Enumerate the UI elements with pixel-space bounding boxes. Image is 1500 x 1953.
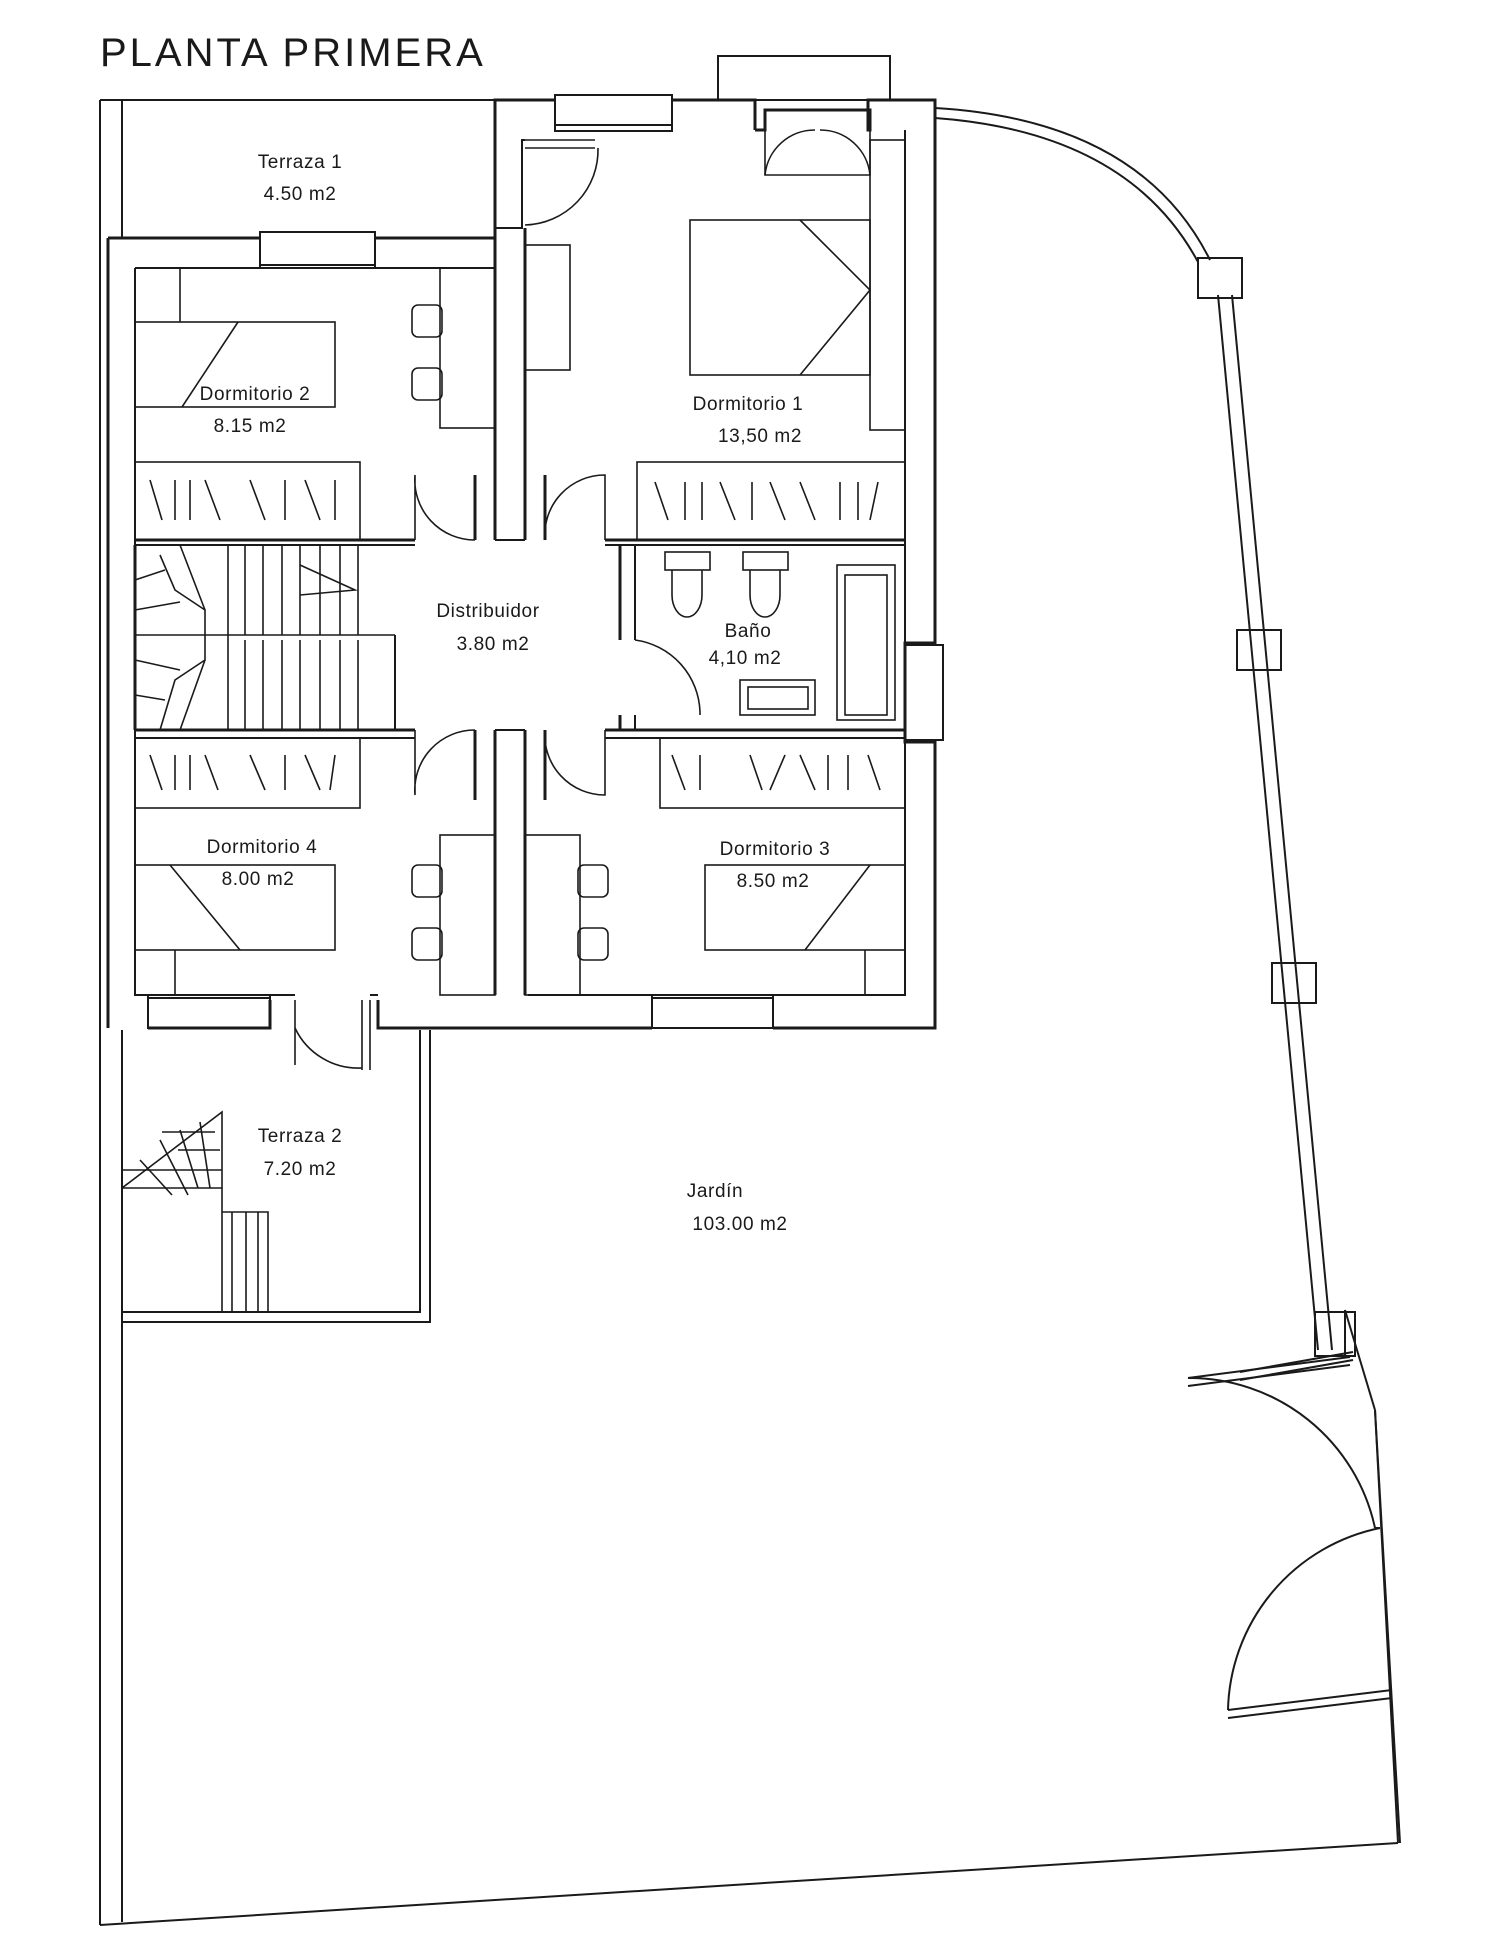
- room-area-jardin: 103.00 m2: [692, 1214, 787, 1235]
- dormitorio-2-wardrobe-hangers: [149, 479, 336, 521]
- room-name-distribuidor: Distribuidor: [436, 601, 539, 622]
- dormitorio-2-furniture: [134, 267, 496, 541]
- terraza-2: [121, 1030, 431, 1323]
- room-area-terraza-2: 7.20 m2: [264, 1159, 337, 1180]
- room-name-terraza-1: Terraza 1: [258, 152, 343, 173]
- room-name-jardin: Jardín: [687, 1181, 743, 1202]
- staircase: [134, 544, 395, 731]
- room-area-terraza-1: 4.50 m2: [264, 184, 337, 205]
- dormitorio-1-furniture: [524, 139, 906, 541]
- room-area-dormitorio-4: 8.00 m2: [222, 869, 295, 890]
- room-area-distribuidor: 3.80 m2: [457, 634, 530, 655]
- dormitorio-1-wardrobe-hangers: [654, 481, 879, 521]
- bano-fixtures: [664, 551, 896, 721]
- room-name-dormitorio-3: Dormitorio 3: [720, 839, 831, 860]
- room-name-dormitorio-1: Dormitorio 1: [693, 394, 804, 415]
- room-name-dormitorio-2: Dormitorio 2: [200, 384, 311, 405]
- dormitorio-4-furniture: [134, 737, 496, 996]
- dormitorio-4-wardrobe-hangers: [149, 754, 336, 791]
- plan-title: PLANTA PRIMERA: [100, 31, 486, 75]
- room-area-dormitorio-1: 13,50 m2: [718, 426, 802, 447]
- room-area-bano: 4,10 m2: [709, 648, 782, 669]
- room-name-bano: Baño: [725, 621, 772, 642]
- room-labels: Terraza 1 4.50 m2 Dormitorio 2 8.15 m2 D…: [200, 152, 831, 1235]
- room-area-dormitorio-3: 8.50 m2: [737, 871, 810, 892]
- dormitorio-3-wardrobe-hangers: [671, 754, 881, 791]
- room-area-dormitorio-2: 8.15 m2: [214, 416, 287, 437]
- dormitorio-3-furniture: [524, 737, 906, 996]
- site-boundary: [99, 99, 1401, 1926]
- room-name-dormitorio-4: Dormitorio 4: [207, 837, 318, 858]
- room-name-terraza-2: Terraza 2: [258, 1126, 343, 1147]
- doors: [294, 129, 871, 1070]
